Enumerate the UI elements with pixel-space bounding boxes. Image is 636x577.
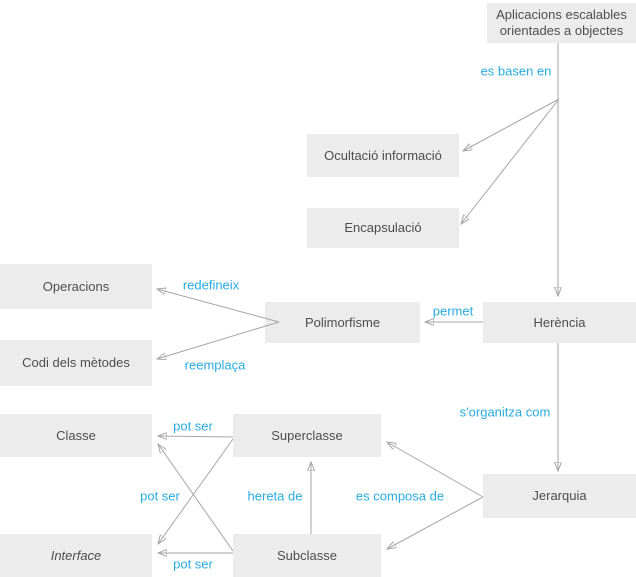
- edge-aplicacions-ocultacio: [463, 98, 560, 151]
- edge-label-pot-ser-top: pot ser: [173, 418, 213, 434]
- edge-label-redefineix: redefineix: [182, 277, 240, 293]
- node-superclasse: Superclasse: [233, 414, 381, 457]
- edge-aplicacions-encapsulacio: [461, 98, 560, 224]
- node-operacions: Operacions: [0, 264, 152, 309]
- edge-label-s-organitza-com: s'organitza com: [459, 404, 551, 420]
- edge-label-pot-ser-bottom: pot ser: [173, 556, 213, 572]
- edge-label-hereta-de: hereta de: [247, 488, 303, 504]
- edge-label-permet: permet: [432, 303, 474, 319]
- node-herencia: Herència: [483, 302, 636, 343]
- edge-label-es-composa-de: es composa de: [355, 488, 445, 504]
- node-classe: Classe: [0, 414, 152, 457]
- node-aplicacions: Aplicacions escalables orientades a obje…: [487, 3, 636, 43]
- node-polimorfisme: Polimorfisme: [265, 302, 420, 343]
- edge-label-es-basen-en: es basen en: [480, 63, 552, 79]
- node-ocultacio: Ocultació informació: [307, 134, 459, 177]
- edge-label-pot-ser-mid: pot ser: [140, 488, 180, 504]
- edge-polimorfisme-operacions: [157, 289, 280, 323]
- node-subclasse: Subclasse: [233, 534, 381, 577]
- edge-superclasse-classe: [158, 436, 234, 437]
- node-encapsulacio: Encapsulació: [307, 208, 459, 248]
- edge-jerarquia-subclasse: [387, 496, 484, 549]
- edge-label-reemplaca: reemplaça: [184, 357, 246, 373]
- node-codi-metodes: Codi dels mètodes: [0, 340, 152, 386]
- edge-polimorfisme-codi: [157, 321, 280, 359]
- node-jerarquia: Jerarquia: [483, 474, 636, 518]
- node-interface: Interface: [0, 534, 152, 577]
